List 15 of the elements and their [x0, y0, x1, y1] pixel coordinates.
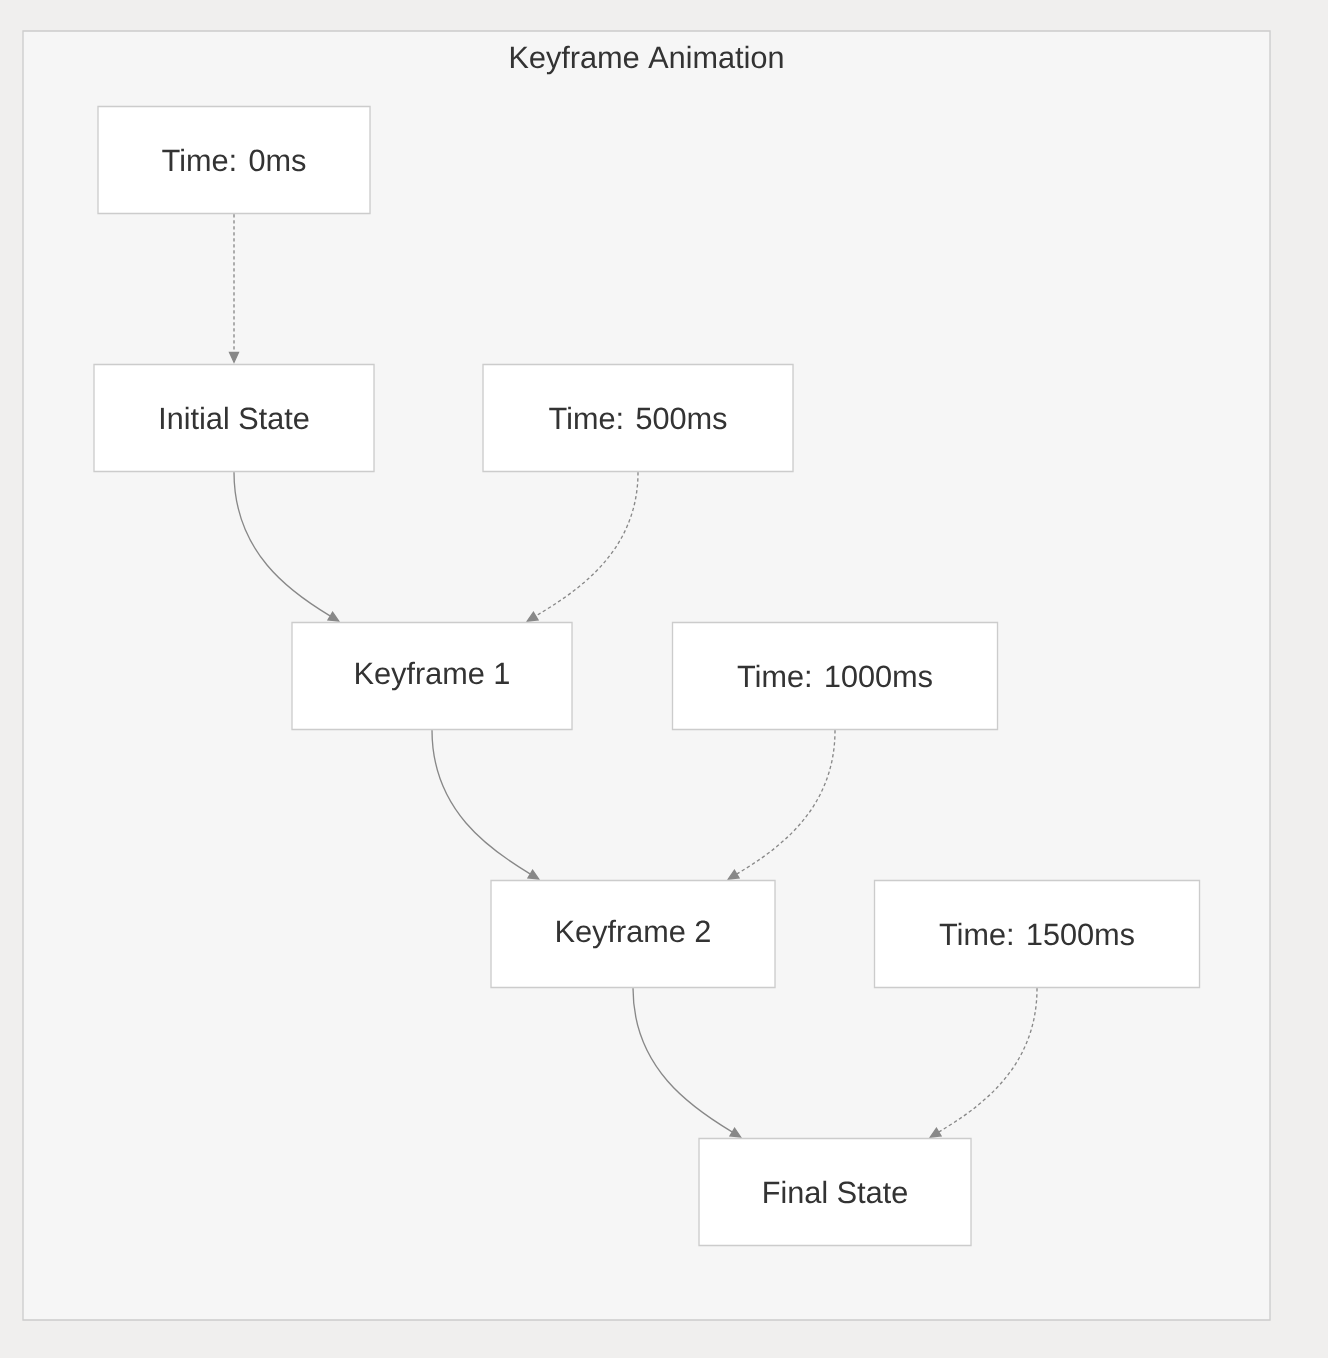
arrow: [929, 987, 1038, 1138]
arrow: [526, 471, 639, 622]
process-box: Time: 1500ms: [873, 879, 1201, 989]
process-box: Initial State: [93, 363, 375, 473]
arrow: [431, 729, 540, 880]
process-box: Keyframe 2: [490, 879, 776, 989]
group-title: Keyframe Animation: [510, 45, 783, 75]
process-box: Keyframe 1: [291, 621, 573, 731]
process-box: Final State: [698, 1137, 972, 1247]
arrow: [233, 471, 340, 622]
arrow: [727, 729, 836, 880]
arrow: [632, 987, 742, 1138]
process-box: Time: 500ms: [482, 363, 794, 473]
process-box: Time: 0ms: [97, 105, 371, 215]
process-box: Time: 1000ms: [671, 621, 999, 731]
